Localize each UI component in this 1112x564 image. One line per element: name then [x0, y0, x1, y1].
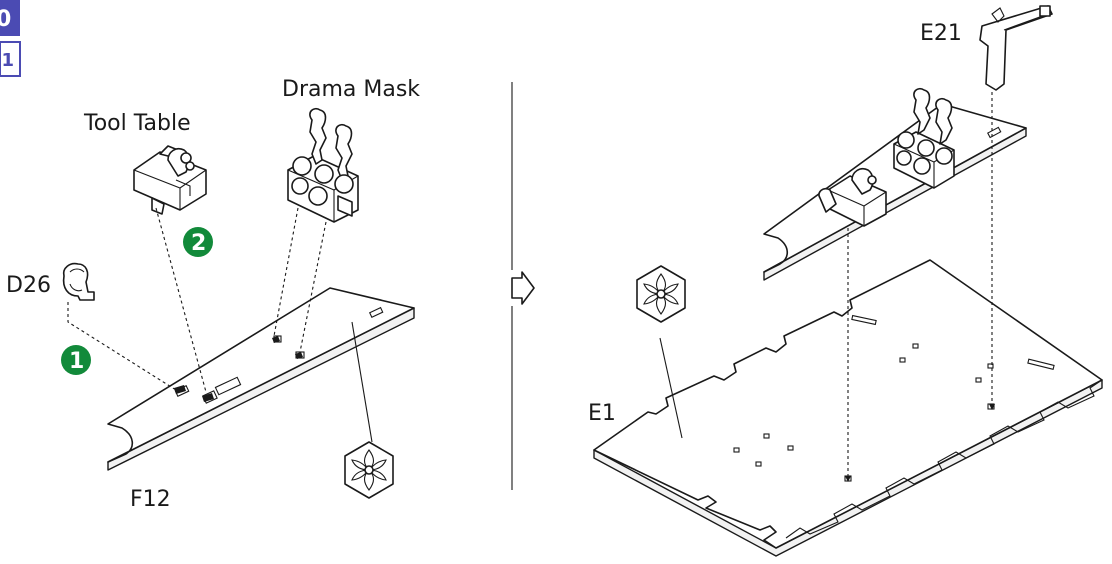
label-d26: D26: [6, 273, 51, 298]
step-number-1: 1: [69, 349, 84, 374]
step-badge-2: 2: [183, 227, 213, 257]
part-tool-table: [134, 146, 206, 214]
step-tag: 0 -1: [0, 0, 20, 76]
part-drama-mask: [288, 109, 358, 222]
step-tag-top: 0: [0, 7, 11, 32]
label-tool-table: Tool Table: [83, 111, 191, 136]
label-f12: F12: [130, 487, 171, 512]
flower-hexagon-icon: [637, 266, 685, 322]
label-e21: E21: [920, 21, 962, 46]
part-d26: [64, 264, 94, 300]
label-drama-mask: Drama Mask: [282, 77, 420, 102]
arrow-right-icon: [512, 272, 534, 304]
assembled-f12: [764, 89, 1026, 280]
flower-hexagon-icon: [345, 442, 393, 498]
step-tag-bottom: -1: [0, 50, 14, 71]
label-e1: E1: [588, 401, 616, 426]
step-number-2: 2: [191, 231, 206, 256]
part-e21: [980, 6, 1052, 90]
panel-divider: [512, 82, 534, 490]
step-badge-1: 1: [61, 345, 91, 375]
